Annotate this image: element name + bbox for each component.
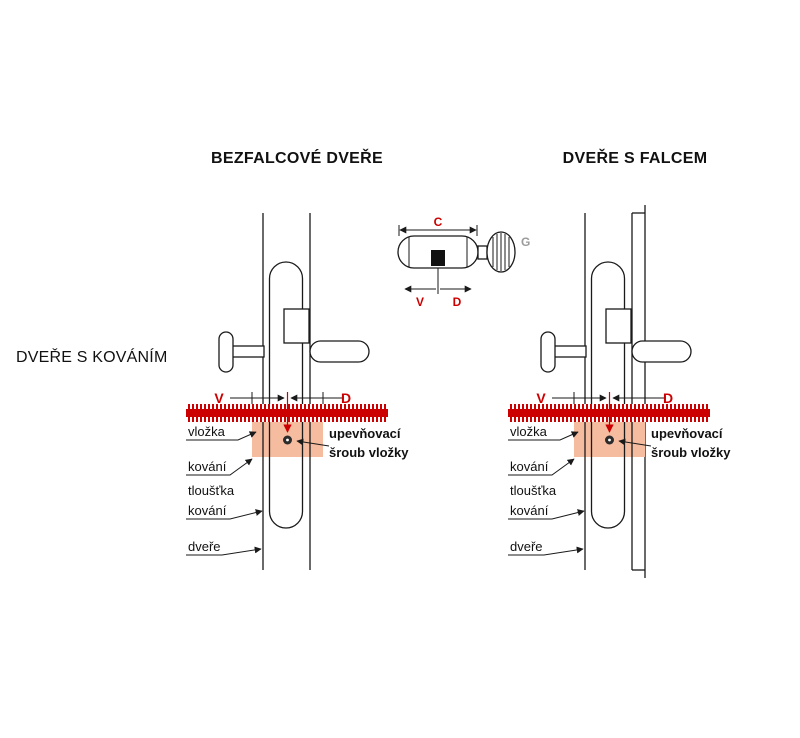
cylinder-cam (431, 250, 445, 266)
legend-g-label: G (521, 235, 530, 249)
knob-neck (477, 245, 488, 260)
label-tloustka-kovani-line2: kování (510, 503, 549, 518)
label-tloustka-kovani-line1: tloušťka (188, 483, 235, 498)
diagram-dvere-s-falcem: V D vložka kování tloušťka kování dveře … (508, 205, 731, 578)
side-label: DVEŘE S KOVÁNÍM (16, 347, 167, 366)
legend-v-label: V (416, 295, 424, 309)
label-tloustka-kovani-line1: tloušťka (510, 483, 557, 498)
cylinder-legend: C V D G (397, 215, 530, 309)
door-rebate-lines (632, 205, 646, 578)
left-diagram-title: BEZFALCOVÉ DVEŘE (211, 148, 383, 167)
label-vlozka: vložka (510, 424, 548, 439)
label-sroub-line2: šroub vložky (329, 445, 409, 460)
label-sroub-line1: upevňovací (329, 426, 401, 441)
knob-knurling (492, 233, 510, 271)
d-dim-label: D (341, 390, 351, 406)
label-kovani: kování (188, 459, 227, 474)
v-dim-label: V (214, 390, 224, 406)
right-diagram-title: DVEŘE S FALCEM (563, 148, 708, 167)
label-tloustka-kovani-line2: kování (188, 503, 227, 518)
diagram-bezfalcove-dvere: V D vložka kování tloušťka kování dveře … (186, 213, 409, 570)
legend-d-label: D (453, 295, 462, 309)
v-dim-label: V (536, 390, 546, 406)
label-sroub-line1: upevňovací (651, 426, 723, 441)
legend-c-label: C (434, 215, 443, 229)
d-dim-label: D (663, 390, 673, 406)
label-dvere: dveře (188, 539, 221, 554)
label-kovani: kování (510, 459, 549, 474)
label-dvere: dveře (510, 539, 543, 554)
label-sroub-line2: šroub vložky (651, 445, 731, 460)
label-vlozka: vložka (188, 424, 226, 439)
